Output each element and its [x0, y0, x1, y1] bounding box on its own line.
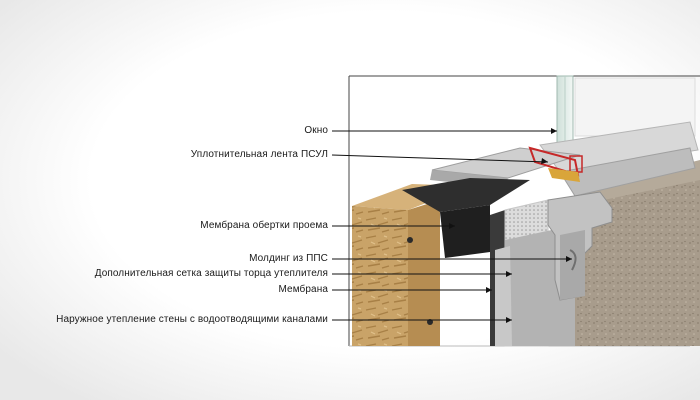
- sill-pan: [559, 147, 696, 197]
- eps-molding-drip: [569, 249, 577, 271]
- callout-membrane-label: Мембрана: [278, 284, 328, 295]
- callout-eps-molding-label: Молдинг из ППС: [249, 253, 328, 264]
- callout-sealing-tape-label: Уплотнительная лента ПСУЛ: [190, 149, 328, 160]
- arrow-opening-membrane: [449, 223, 455, 229]
- fastener-dot: [407, 237, 413, 243]
- arrow-eps-molding: [566, 256, 572, 262]
- callout-edge-mesh-label: Дополнительная сетка защиты торца утепли…: [94, 268, 328, 279]
- arrow-sealing-tape: [541, 158, 548, 164]
- sealant-bead: [548, 168, 580, 182]
- callout-exterior-insulation-label: Наружное утепление стены с водоотводящим…: [56, 314, 328, 325]
- osb-front-face: [352, 206, 408, 346]
- arrow-window: [551, 128, 557, 134]
- callout-window-label: Окно: [304, 125, 328, 136]
- arrow-exterior-insulation: [506, 317, 512, 323]
- arrow-edge-mesh: [506, 271, 512, 277]
- exterior-sill: [431, 147, 581, 179]
- osb-side-face: [408, 200, 440, 346]
- callout-opening-membrane-label: Мембрана обертки проема: [200, 220, 328, 231]
- leader-lines: [331, 128, 572, 323]
- insulation-front: [495, 246, 512, 346]
- eps-molding-face: [560, 230, 585, 300]
- opening-membrane-front: [440, 205, 490, 258]
- leader-sealing-tape: [331, 154, 549, 163]
- arrow-membrane: [486, 287, 492, 293]
- opening-membrane-top: [402, 178, 530, 212]
